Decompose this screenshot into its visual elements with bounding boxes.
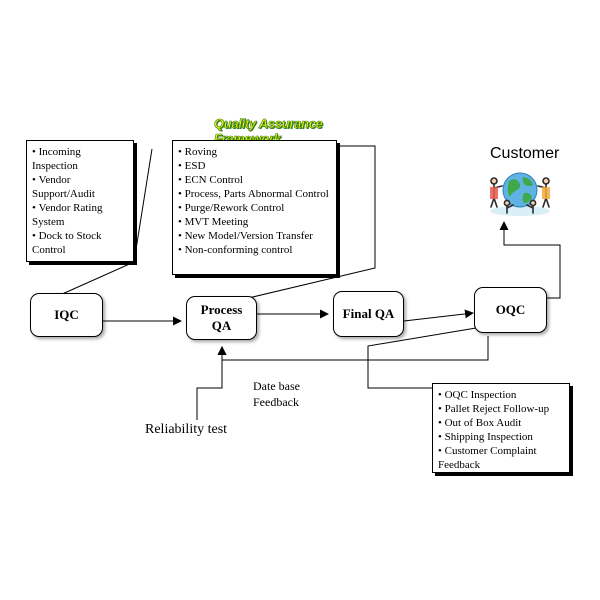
process-qa-node: Process QA (186, 296, 257, 340)
note-item: Incoming Inspection (32, 145, 128, 173)
note-item: Dock to Stock Control (32, 229, 128, 257)
final-qa-node: Final QA (333, 291, 404, 337)
customer-label: Customer (490, 145, 560, 162)
process-qa-note-list: RovingESDECN ControlProcess, Parts Abnor… (178, 145, 331, 257)
iqc-note-list: Incoming InspectionVendor Support/AuditV… (32, 145, 128, 257)
iqc-note-pointer (59, 148, 153, 296)
reliability-test-label: Reliability test (145, 422, 228, 437)
oqc-note-list: OQC InspectionPallet Reject Follow-upOut… (438, 388, 564, 472)
process-qa-note: RovingESDECN ControlProcess, Parts Abnor… (172, 140, 337, 275)
oqc-note-pointer (367, 325, 489, 389)
oqc-node-label: OQC (495, 302, 526, 317)
note-item: Vendor Support/Audit (32, 173, 128, 201)
arrow-reliability-to-process (196, 346, 227, 420)
note-item: Purge/Rework Control (178, 201, 331, 215)
customer-globe-icon (490, 172, 550, 216)
note-item: Customer Complaint Feedback (438, 444, 564, 472)
note-item: ECN Control (178, 173, 331, 187)
note-item: Vendor Rating System (32, 201, 128, 229)
oqc-node: OQC (474, 287, 547, 333)
note-item: ESD (178, 159, 331, 173)
iqc-node: IQC (30, 293, 103, 337)
database-feedback-label: Date base Feedback (253, 379, 300, 409)
arrow-final-to-oqc (403, 309, 474, 322)
note-item: New Model/Version Transfer (178, 229, 331, 243)
iqc-note: Incoming InspectionVendor Support/AuditV… (26, 140, 134, 262)
final-qa-node-label: Final QA (342, 306, 395, 321)
note-item: Non-conforming control (178, 243, 331, 257)
note-item: Shipping Inspection (438, 430, 564, 444)
iqc-node-label: IQC (54, 307, 79, 322)
note-item: Pallet Reject Follow-up (438, 402, 564, 416)
note-item: Process, Parts Abnormal Control (178, 187, 331, 201)
arrow-feedback-to-process (217, 336, 489, 361)
arrow-oqc-to-customer (499, 221, 561, 299)
process-note-pointer (239, 145, 376, 301)
process-qa-node-label: Process QA (200, 302, 243, 333)
note-item: OQC Inspection (438, 388, 564, 402)
note-item: Out of Box Audit (438, 416, 564, 430)
oqc-note: OQC InspectionPallet Reject Follow-upOut… (432, 383, 570, 473)
note-item: MVT Meeting (178, 215, 331, 229)
note-item: Roving (178, 145, 331, 159)
